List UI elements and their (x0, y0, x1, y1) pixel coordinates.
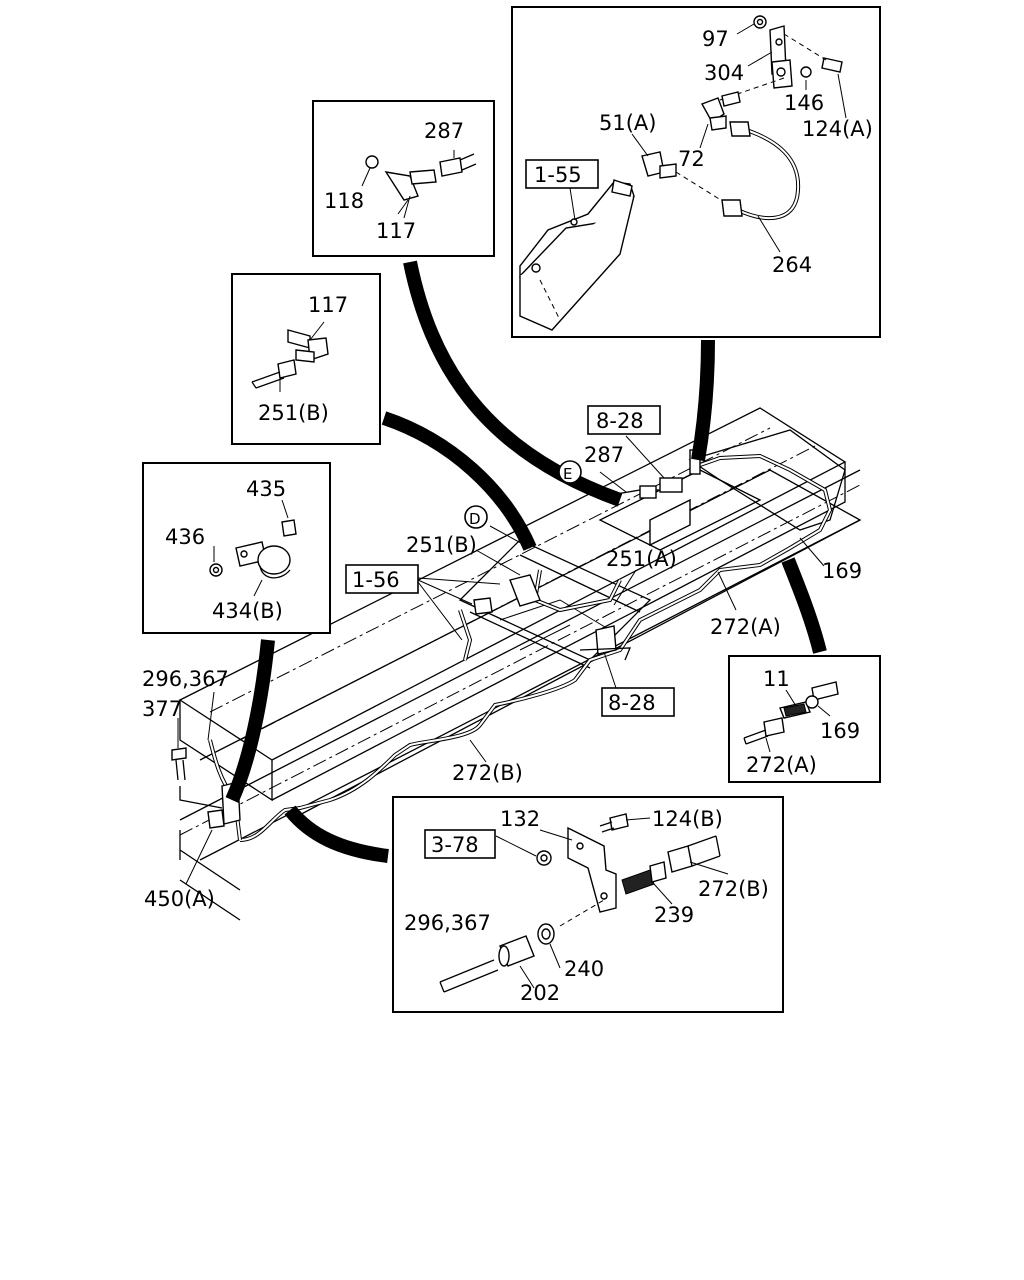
label-272a-main: 272(A) (710, 615, 781, 639)
label-287-top: 287 (424, 119, 464, 143)
label-124a: 124(A) (802, 117, 873, 141)
ref-1-55: 1-55 (534, 163, 582, 187)
label-264: 264 (772, 253, 812, 277)
label-304: 304 (704, 61, 744, 85)
label-434b: 434(B) (212, 599, 283, 623)
label-132: 132 (500, 807, 540, 831)
label-97: 97 (702, 27, 729, 51)
ref-8-28-top: 8-28 (596, 409, 644, 433)
ref-1-56: 1-56 (352, 568, 400, 592)
label-239: 239 (654, 903, 694, 927)
label-435: 435 (246, 477, 286, 501)
label-450a: 450(A) (144, 887, 215, 911)
label-251b-box: 251(B) (258, 401, 329, 425)
label-51a: 51(A) (599, 111, 656, 135)
label-118: 118 (324, 189, 364, 213)
circle-label-d: D (469, 510, 481, 528)
label-272a-box: 272(A) (746, 753, 817, 777)
label-296-367-box: 296,367 (404, 911, 491, 935)
reference-boxes (345, 405, 675, 717)
label-72: 72 (678, 147, 705, 171)
ref-3-78: 3-78 (431, 833, 479, 857)
circle-label-e: E (563, 465, 572, 483)
label-11: 11 (763, 667, 790, 691)
label-436: 436 (165, 525, 205, 549)
detail-box-clamp (142, 462, 331, 634)
label-124b: 124(B) (652, 807, 723, 831)
fuel-pipes (171, 449, 833, 842)
label-251a: 251(A) (606, 547, 677, 571)
label-296-367-left: 296,367 (142, 667, 229, 691)
label-240: 240 (564, 957, 604, 981)
label-377: 377 (142, 697, 182, 721)
detail-box-fuel-hose (511, 6, 881, 338)
label-287-mid: 287 (584, 443, 624, 467)
label-272b-main: 272(B) (452, 761, 523, 785)
label-251b-main: 251(B) (406, 533, 477, 557)
label-169-main: 169 (822, 559, 862, 583)
detail-box-joint (728, 655, 881, 783)
detail-box-251b (231, 273, 381, 445)
label-169-box: 169 (820, 719, 860, 743)
leader-lines (177, 23, 847, 989)
detail-box-banjo (312, 100, 495, 257)
detail-box-bottom (392, 796, 784, 1013)
label-146: 146 (784, 91, 824, 115)
part-labels: 97 304 146 124(A) 51(A) 72 1-55 264 287 … (142, 27, 873, 1005)
label-117-top: 117 (376, 219, 416, 243)
ref-8-28-bottom: 8-28 (608, 691, 656, 715)
frame-assembly (178, 407, 862, 921)
label-117-mid: 117 (308, 293, 348, 317)
label-202: 202 (520, 981, 560, 1005)
label-272b-box: 272(B) (698, 877, 769, 901)
